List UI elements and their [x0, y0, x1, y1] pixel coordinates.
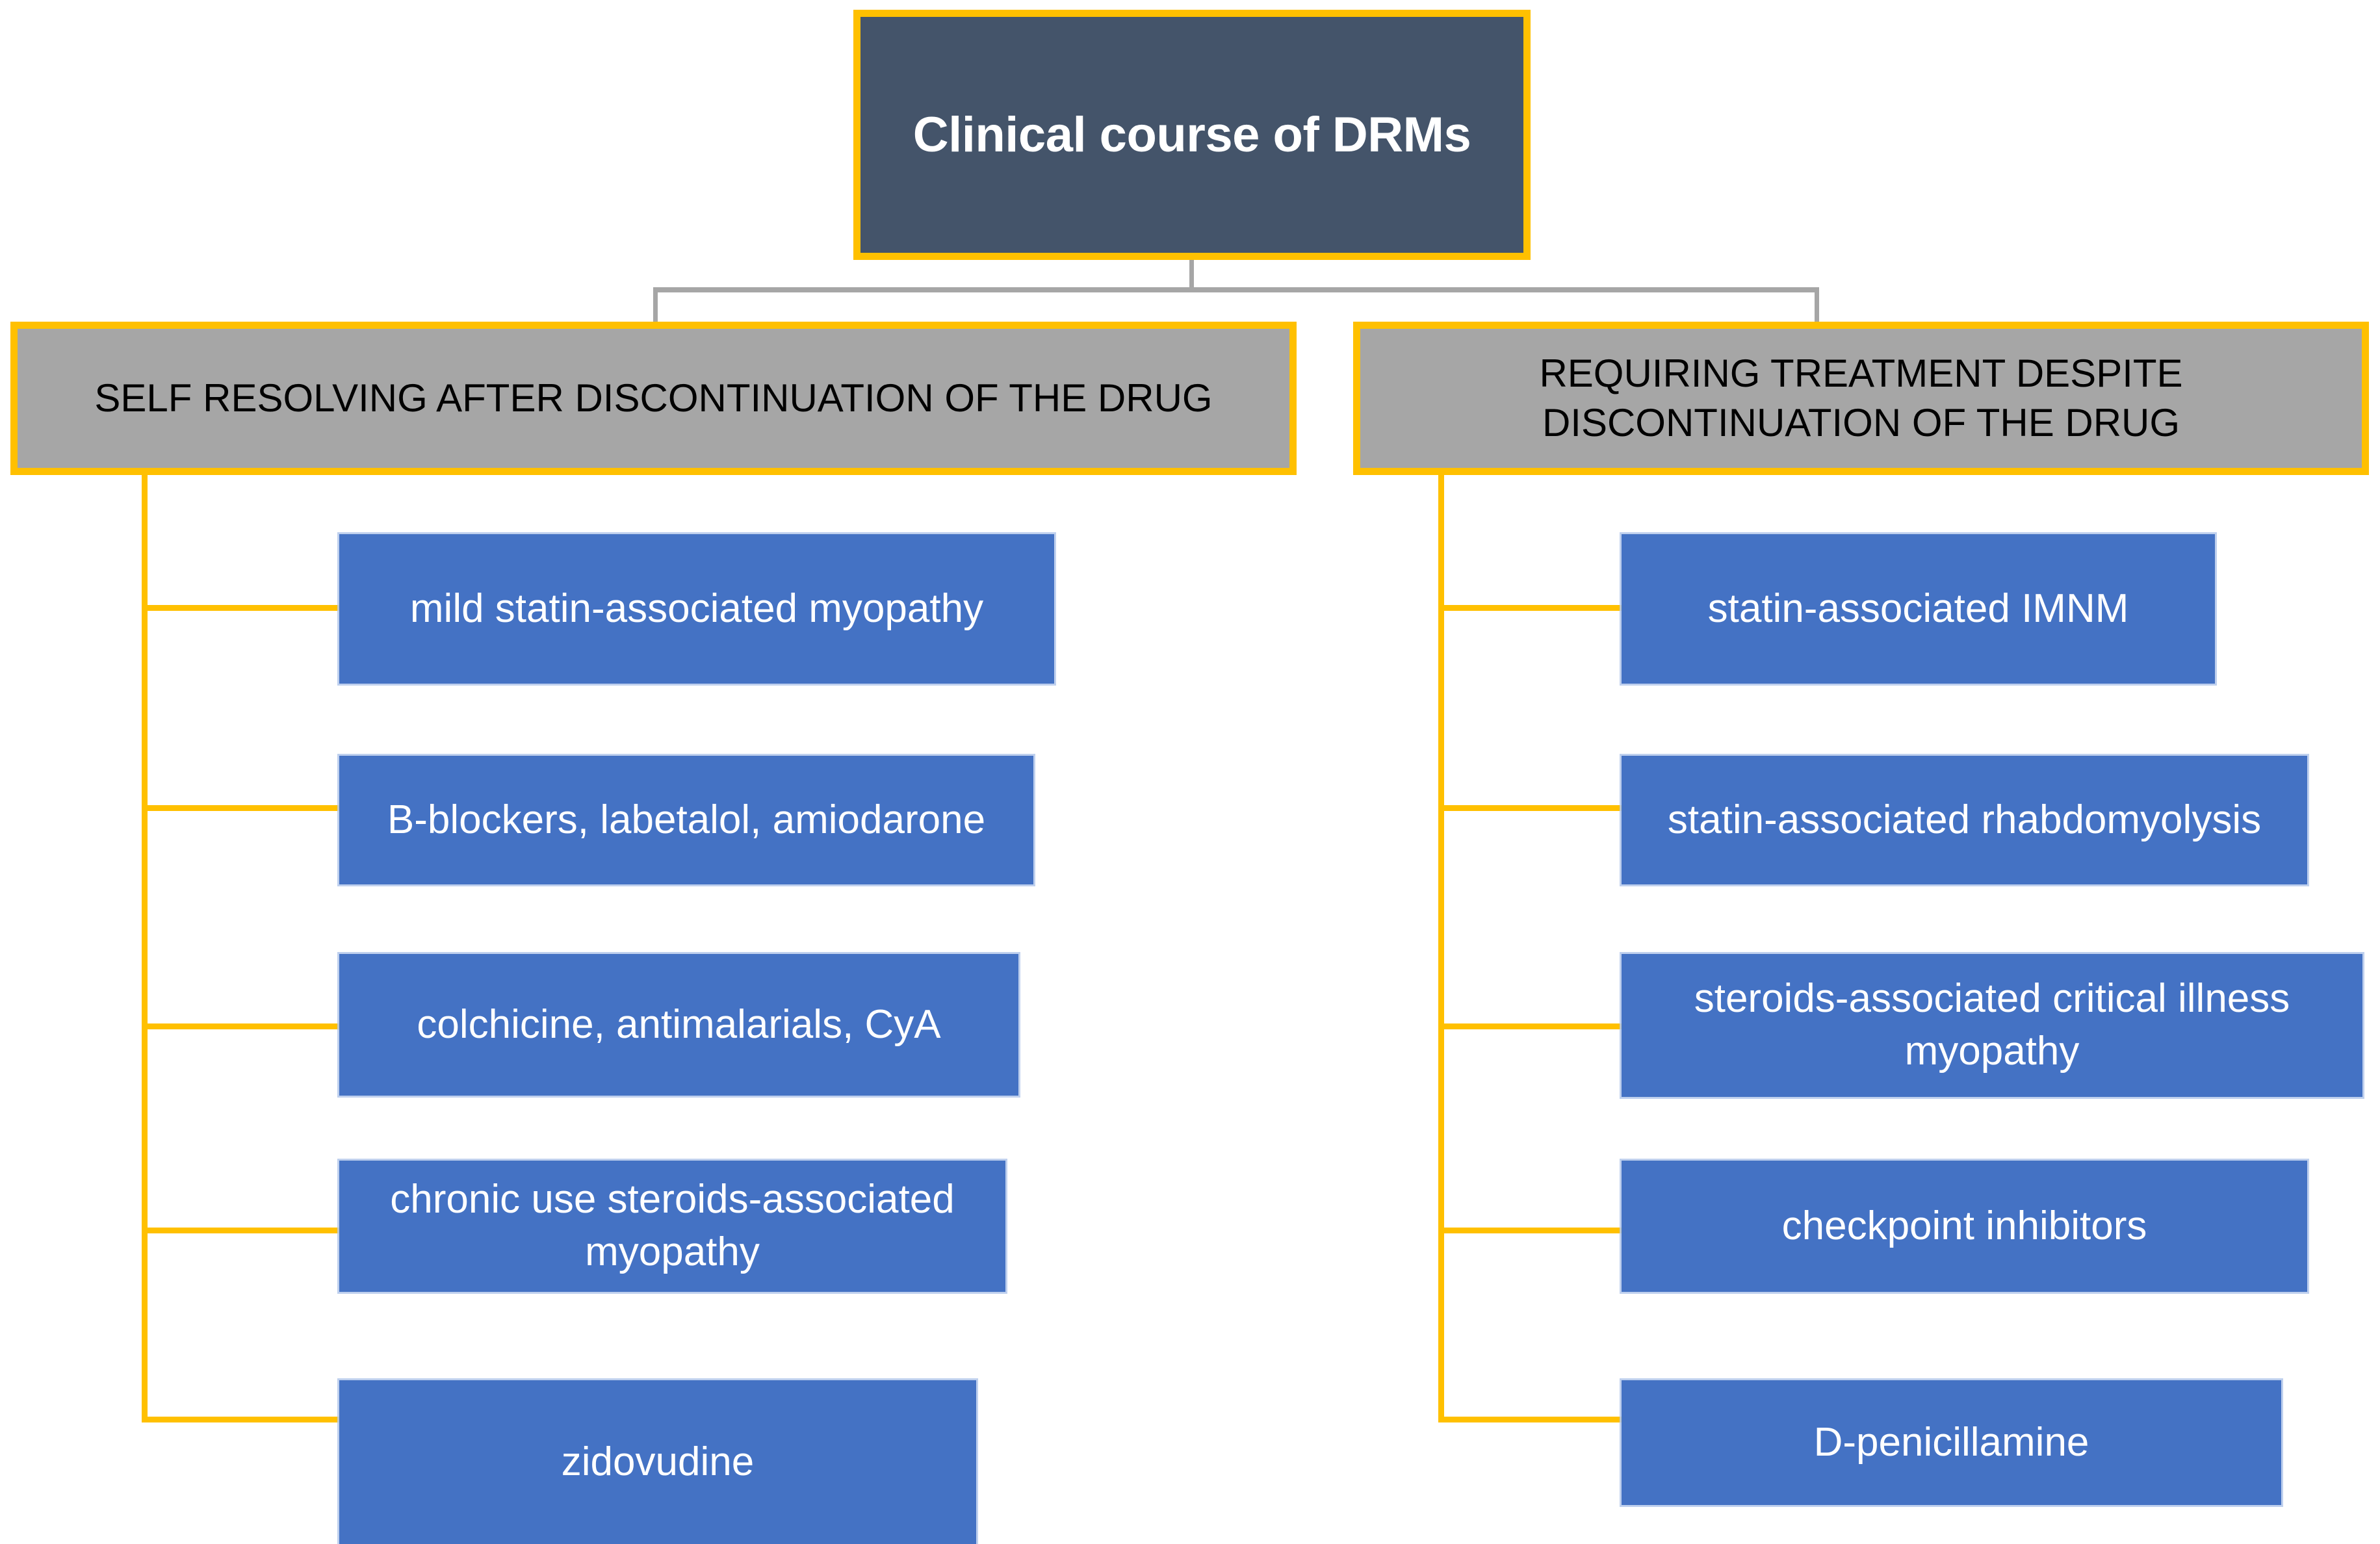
- title-node: Clinical course of DRMs: [853, 10, 1531, 260]
- connector-branch-left-2: [142, 805, 342, 811]
- connector-title-stem: [1189, 260, 1194, 292]
- leaf-box-left-1: mild statin-associated myopathy: [339, 534, 1054, 684]
- branch-header-requiring-treatment: REQUIRING TREATMENT DESPITE DISCONTINUAT…: [1353, 322, 2369, 475]
- connector-branch-right-4: [1438, 1228, 1625, 1233]
- connector-trunk-left: [142, 475, 148, 1422]
- connector-branch-right-2: [1438, 805, 1625, 811]
- connector-trunk-right: [1438, 475, 1444, 1422]
- leaf-box-left-2: B-blockers, labetalol, amiodarone: [339, 756, 1033, 884]
- leaf-box-left-5: zidovudine: [339, 1380, 976, 1544]
- connector-branch-left-5: [142, 1417, 342, 1422]
- leaf-box-right-4: checkpoint inhibitors: [1622, 1161, 2307, 1292]
- connector-branch-right-5: [1438, 1417, 1625, 1422]
- leaf-box-right-3: steroids-associated critical illness myo…: [1622, 954, 2362, 1097]
- branch-header-self-resolving: SELF RESOLVING AFTER DISCONTINUATION OF …: [10, 322, 1297, 475]
- leaf-box-left-3: colchicine, antimalarials, CyA: [339, 954, 1018, 1096]
- connector-branch-left-3: [142, 1023, 342, 1029]
- connector-branch-left-4: [142, 1228, 342, 1233]
- connector-branch-right-3: [1438, 1023, 1625, 1029]
- connector-title-drop-right: [1815, 287, 1819, 323]
- leaf-box-right-5: D-penicillamine: [1622, 1380, 2281, 1505]
- connector-branch-left-1: [142, 605, 342, 611]
- connector-branch-right-1: [1438, 605, 1625, 611]
- connector-title-horizontal: [653, 287, 1819, 292]
- leaf-box-right-2: statin-associated rhabdomyolysis: [1622, 756, 2307, 884]
- leaf-box-left-4: chronic use steroids-associated myopathy: [339, 1161, 1005, 1292]
- connector-title-drop-left: [653, 287, 658, 323]
- leaf-box-right-1: statin-associated IMNM: [1622, 534, 2215, 684]
